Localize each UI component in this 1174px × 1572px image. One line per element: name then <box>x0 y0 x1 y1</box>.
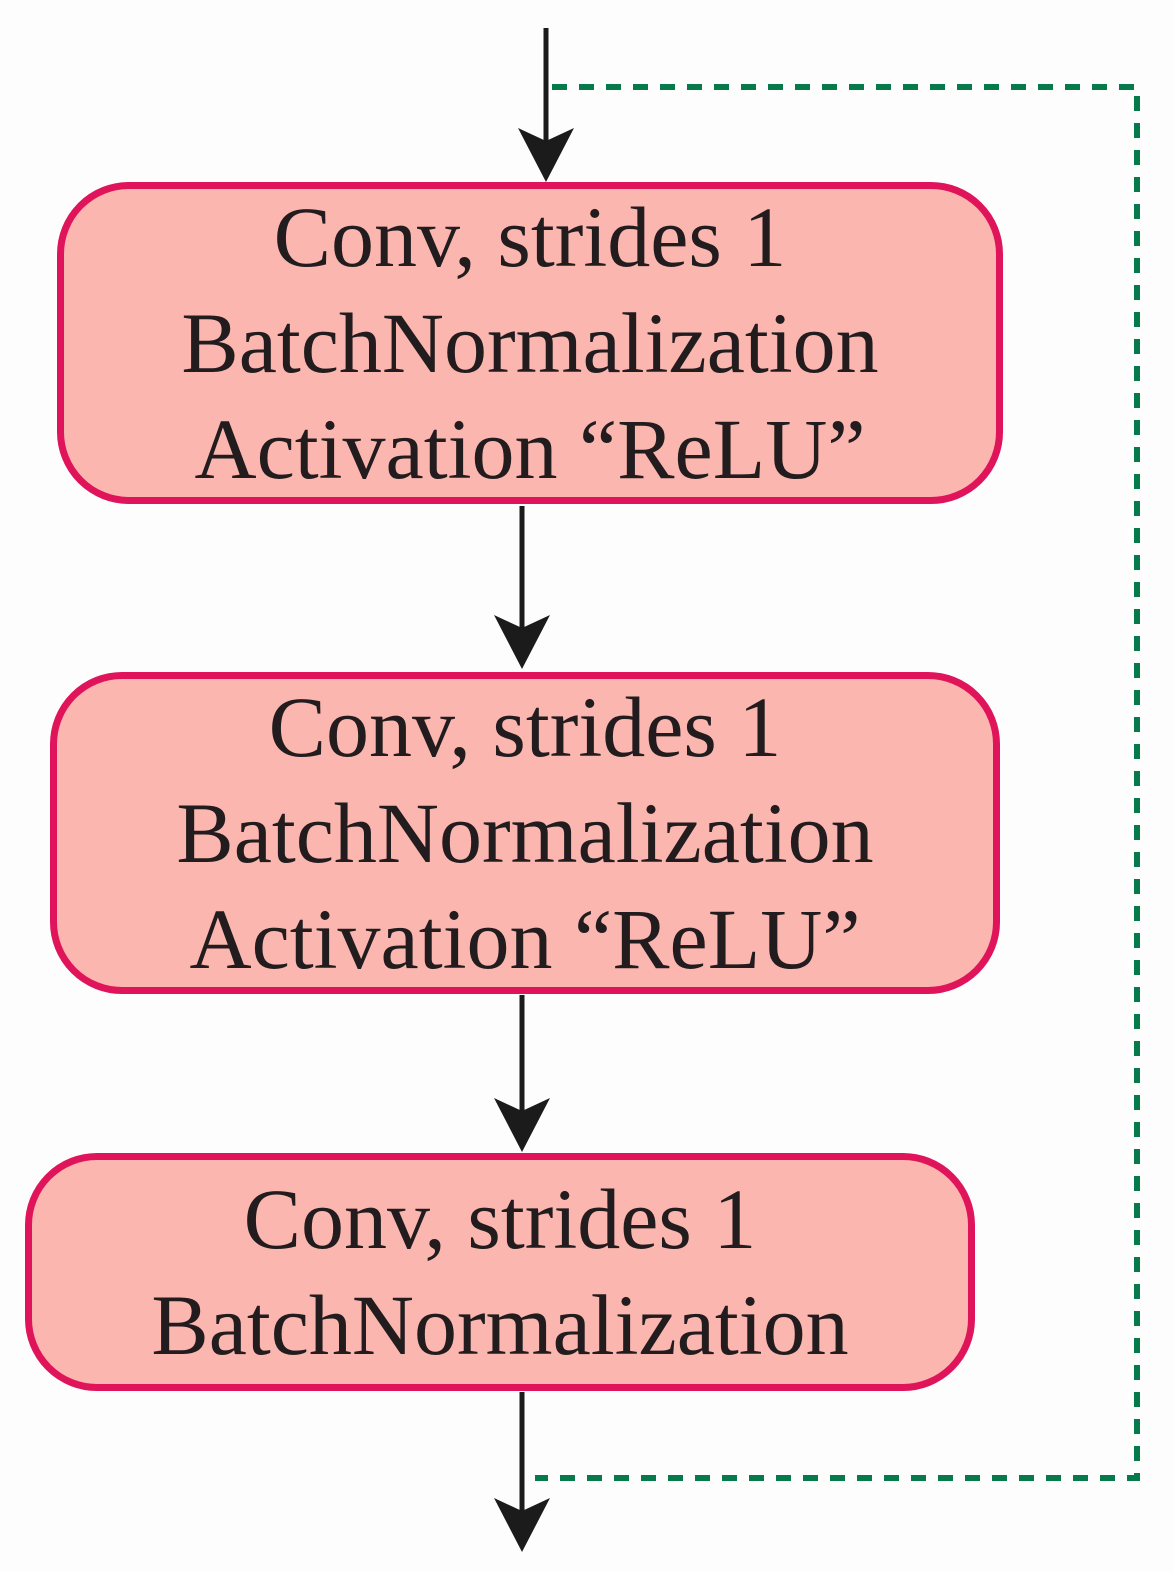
conv-block-3-line-1: Conv, strides 1 <box>243 1171 757 1267</box>
conv-block-3-line-2: BatchNormalization <box>151 1277 849 1373</box>
skip-connection-dashed-line <box>535 84 1140 1481</box>
conv-block-1-line-2: BatchNormalization <box>181 295 879 391</box>
input-arrowhead <box>518 128 574 182</box>
conv-block-1-line-1: Conv, strides 1 <box>273 189 787 285</box>
conv-block-1: Conv, strides 1 BatchNormalization Activ… <box>57 182 1003 504</box>
output-arrowhead <box>494 1498 550 1552</box>
conv-block-2-line-2: BatchNormalization <box>176 785 874 881</box>
arrow-1-head <box>494 615 550 669</box>
conv-block-2: Conv, strides 1 BatchNormalization Activ… <box>50 672 1000 994</box>
conv-block-1-line-3: Activation “ReLU” <box>194 401 866 497</box>
conv-block-3: Conv, strides 1 BatchNormalization <box>25 1153 975 1391</box>
arrow-2-head <box>494 1098 550 1152</box>
conv-block-2-line-1: Conv, strides 1 <box>268 679 782 775</box>
conv-block-2-line-3: Activation “ReLU” <box>189 891 861 987</box>
